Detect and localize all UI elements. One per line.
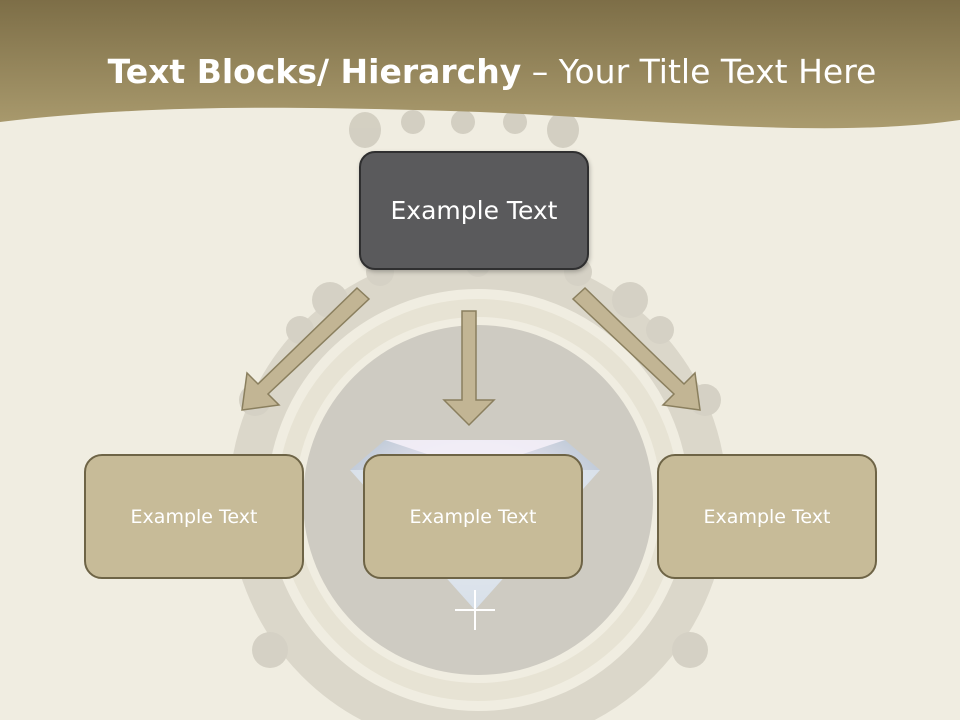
child-text-block-right[interactable]: Example Text xyxy=(657,454,877,579)
slide-title: Text Blocks/ Hierarchy – Your Title Text… xyxy=(0,52,960,91)
arrow-mid xyxy=(442,310,496,427)
slide-title-rest: – Your Title Text Here xyxy=(521,52,877,91)
top-text-block[interactable]: Example Text xyxy=(359,151,589,270)
connector-arrows xyxy=(241,286,701,427)
child-text-block-label: Example Text xyxy=(703,505,831,528)
child-text-block-middle[interactable]: Example Text xyxy=(363,454,583,579)
child-text-block-left[interactable]: Example Text xyxy=(84,454,304,579)
child-text-block-label: Example Text xyxy=(130,505,258,528)
slide-title-bold: Text Blocks/ Hierarchy xyxy=(107,52,522,91)
arrow-left xyxy=(241,286,371,411)
child-text-block-label: Example Text xyxy=(409,505,537,528)
top-text-block-label: Example Text xyxy=(390,196,558,225)
arrow-right xyxy=(571,286,701,411)
